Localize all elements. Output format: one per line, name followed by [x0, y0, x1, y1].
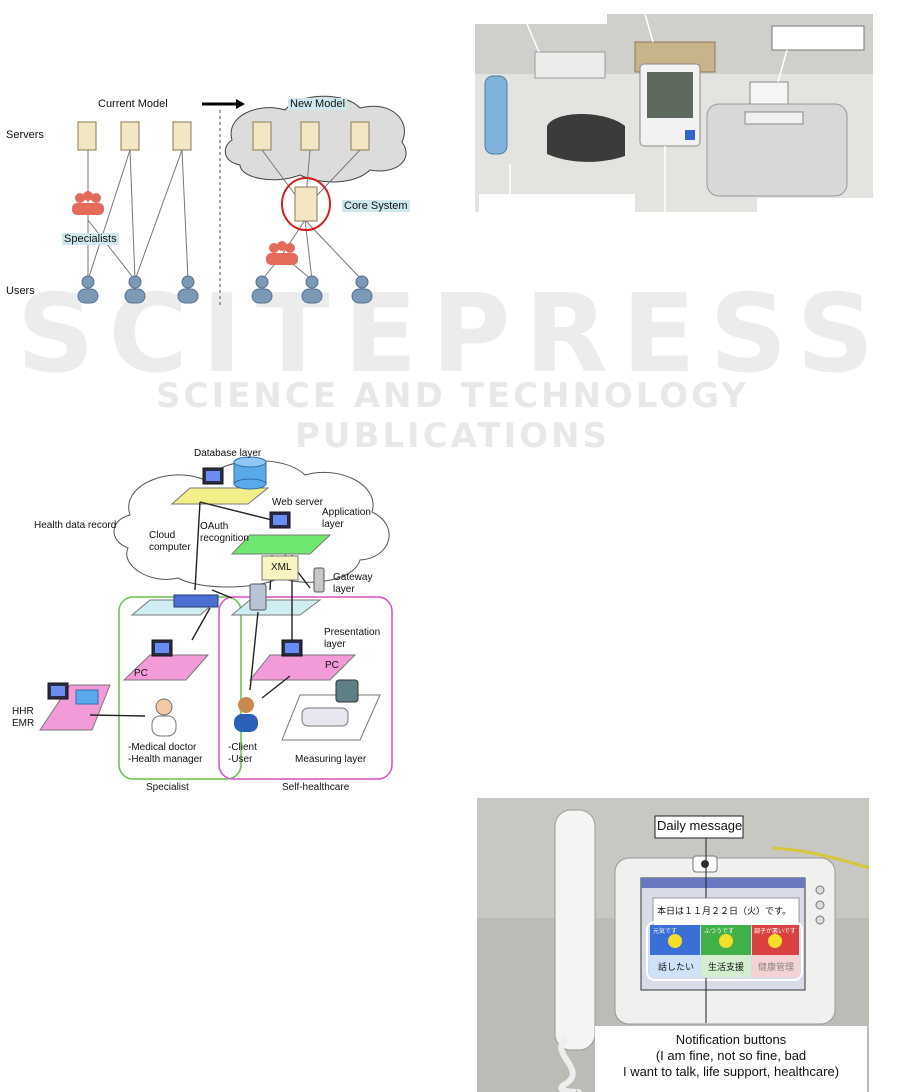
emr-label: EMR [12, 718, 35, 729]
server-icon [252, 121, 272, 151]
health-data-record-label: Health data record [34, 520, 117, 531]
devices-photo-drawing [475, 14, 873, 212]
user-label: -User [228, 754, 253, 765]
oauth-label: OAuth [200, 521, 229, 532]
face-label-bad: 調子が悪いです [754, 929, 796, 935]
photo-caption-box [771, 25, 865, 51]
healthcare-button-label: 健康管理 [758, 962, 795, 972]
smile-face-icon [668, 934, 682, 948]
notification-line-1: Notification buttons [675, 1032, 787, 1047]
computer-label: computer [149, 542, 191, 553]
daily-message-label: Daily message [657, 818, 743, 833]
specialists-group-icon [72, 191, 104, 215]
measuring-device-icon [301, 707, 349, 727]
model-diagram [72, 95, 407, 305]
user-icon [301, 275, 323, 304]
gateway-layer-label: layer [333, 584, 355, 595]
cuff-icon [547, 114, 625, 162]
web-server-label: Web server [272, 497, 323, 508]
new-model-label: New Model [288, 98, 348, 110]
watermark-subtitle: SCIENCE AND TECHNOLOGY PUBLICATIONS [156, 376, 749, 456]
figure-model-comparison: Current Model New Model Servers Speciali… [0, 80, 420, 310]
thermometer-icon [484, 75, 508, 155]
database-icon [75, 689, 99, 705]
servers-label: Servers [6, 129, 44, 141]
health-manager-label: -Health manager [128, 754, 203, 765]
pc-label-specialist: PC [134, 668, 148, 679]
talk-button-label: 話したい [658, 962, 695, 972]
pda-icon [249, 583, 267, 611]
self-healthcare-caption: Self-healthcare [282, 782, 350, 793]
videophone-drawing [477, 798, 869, 1092]
application-label: Application [322, 507, 371, 518]
router-icon [173, 594, 219, 608]
scale-icon [335, 679, 359, 703]
figure-layered-architecture: Database layer Web server Health data re… [0, 440, 430, 800]
notification-caption: Notification buttons (I am fine, not so … [595, 1032, 867, 1080]
cloud-label: Cloud [149, 530, 176, 541]
notification-callout [595, 1026, 867, 1092]
user-icon [177, 275, 199, 304]
notification-line-2: (I am fine, not so fine, bad [655, 1048, 807, 1063]
photo-caption-box [757, 198, 873, 212]
server-icon [300, 121, 320, 151]
xml-label: XML [271, 562, 292, 573]
specialist-caption: Specialist [146, 782, 189, 793]
recognition-label: recognition [200, 533, 249, 544]
database-layer-label: Database layer [194, 448, 262, 459]
videophone-photo: Daily message 本日は１１月２２日（火）です。 元気です ふつうです… [477, 798, 869, 1092]
core-system-label: Core System [342, 200, 410, 212]
xml-document-icon [261, 555, 299, 581]
body-scale-icon [706, 103, 848, 197]
user-icon [77, 275, 99, 304]
life-support-button-label: 生活支援 [708, 962, 745, 972]
application-layer-label: layer [322, 519, 344, 530]
gateway-layer-plane [230, 599, 322, 616]
database-icon [233, 456, 267, 490]
users-label: Users [6, 285, 35, 297]
watermark-scitepress: SCITEPRESS [16, 272, 889, 397]
user-icon [351, 275, 373, 304]
client-user-icon [234, 697, 258, 732]
screen-date-text: 本日は１１月２２日（火）です。 [657, 906, 792, 916]
photo-caption-box [479, 194, 635, 212]
hhr-label: HHR [12, 706, 34, 717]
current-model-label: Current Model [98, 98, 168, 110]
activity-meter-icon [749, 81, 789, 105]
user-icon [251, 275, 273, 304]
specialists-group-icon [266, 241, 298, 265]
server-icon [77, 121, 97, 151]
devices-photo [475, 14, 873, 212]
notification-line-3: I want to talk, life support, healthcare… [622, 1064, 840, 1079]
pc-label-self: PC [325, 660, 339, 671]
client-label: -Client [228, 742, 257, 753]
server-icon [120, 121, 140, 151]
medical-doctor-label: -Medical doctor [128, 742, 197, 753]
gateway-box-icon [534, 51, 606, 79]
architecture-diagram [39, 456, 393, 780]
face-label-fine: 元気です [653, 929, 678, 935]
doctor-icon [151, 698, 177, 737]
server-icon [172, 121, 192, 151]
handset-icon [554, 809, 596, 1051]
application-layer-plane [230, 534, 332, 555]
specialists-label: Specialists [62, 233, 119, 245]
presentation-layer-label: layer [324, 639, 346, 650]
pc-plane [122, 654, 210, 681]
user-icon [124, 275, 146, 304]
neutral-face-icon [719, 934, 733, 948]
core-system-ring [281, 177, 331, 231]
measuring-layer-label: Measuring layer [295, 754, 367, 765]
mobile-phone-icon [313, 567, 325, 593]
daily-message-callout [654, 815, 744, 839]
presentation-label: Presentation [324, 627, 381, 638]
server-icon [350, 121, 370, 151]
gateway-label: Gateway [333, 572, 373, 583]
sad-face-icon [768, 934, 782, 948]
face-label-notsofine: ふつうです [704, 929, 735, 935]
core-server-icon [294, 186, 318, 222]
pc-plane [248, 654, 357, 681]
self-healthcare-frame [218, 596, 393, 780]
